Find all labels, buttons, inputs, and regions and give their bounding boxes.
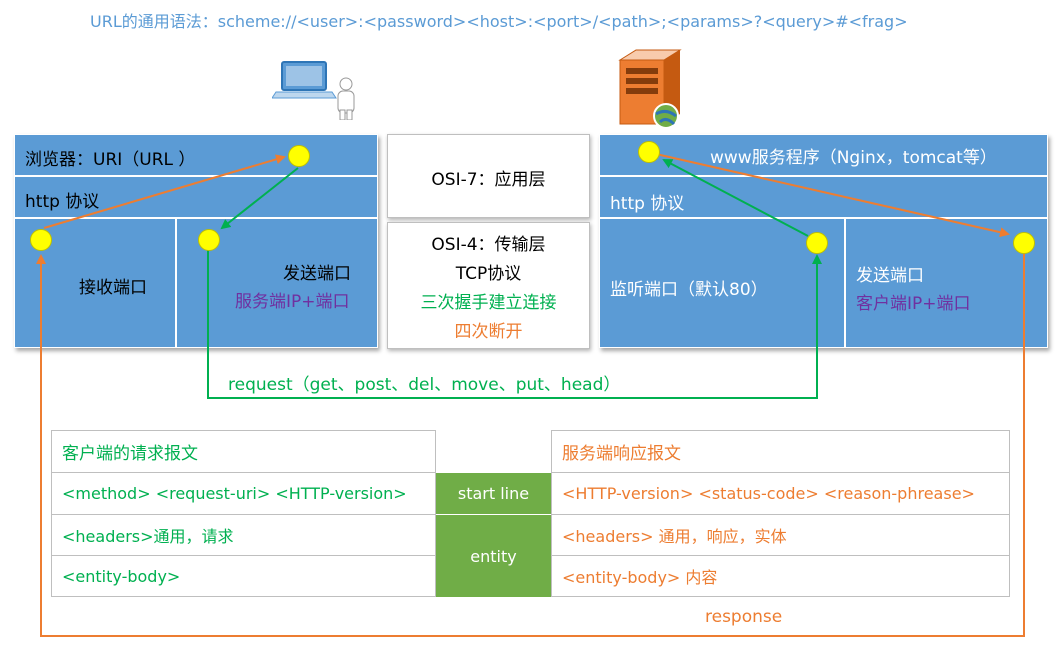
request-table: 客户端的请求报文 <method> <request-uri> <HTTP-ve… bbox=[51, 430, 436, 597]
osi-layer4-label: OSI-4：传输层 bbox=[431, 235, 546, 255]
request-path-line bbox=[207, 250, 822, 399]
service-row: www服务程序（Nginx，tomcat等） bbox=[599, 134, 1048, 176]
request-row-entity-body: <entity-body> bbox=[62, 566, 181, 586]
receive-port-dot bbox=[30, 229, 52, 251]
browser-row: 浏览器：URI（URL ） bbox=[14, 134, 378, 176]
request-arrow-browser-to-send bbox=[220, 167, 299, 230]
browser-label: 浏览器：URI（URL ） bbox=[25, 150, 196, 170]
request-arrow-listen-to-service bbox=[662, 159, 809, 237]
service-label: www服务程序（Nginx，tomcat等） bbox=[710, 148, 997, 168]
response-arrow-receive-to-browser bbox=[43, 154, 286, 229]
send-port-dot bbox=[198, 229, 220, 251]
listen-port-dot bbox=[806, 232, 828, 254]
response-row-headers: <headers> 通用，响应，实体 bbox=[552, 515, 1009, 556]
response-path-line bbox=[36, 254, 1025, 637]
computer-user-icon bbox=[271, 58, 362, 121]
server-send-port-label: 发送端口 bbox=[856, 266, 924, 286]
service-dot bbox=[638, 141, 660, 163]
server-send-port-cell: 发送端口 客户端IP+端口 bbox=[845, 218, 1048, 348]
start-line-label: start line bbox=[436, 473, 551, 514]
browser-dot bbox=[288, 145, 310, 167]
response-label: response bbox=[705, 607, 783, 627]
client-http-label: http 协议 bbox=[25, 192, 100, 212]
response-row-start-line: <HTTP-version> <status-code> <reason-phr… bbox=[552, 473, 1009, 515]
server-send-port-dot bbox=[1013, 232, 1035, 254]
request-table-header: 客户端的请求报文 bbox=[52, 431, 435, 473]
request-label: request（get、post、del、move、put、head） bbox=[228, 375, 621, 395]
osi-layer4-box: OSI-4：传输层 TCP协议 三次握手建立连接 四次断开 bbox=[387, 222, 590, 349]
response-row-entity-body: <entity-body> 内容 bbox=[562, 568, 718, 587]
listen-port-label: 监听端口（默认80） bbox=[610, 280, 768, 300]
osi-layer7-box: OSI-7：应用层 bbox=[387, 134, 590, 218]
server-http-label: http 协议 bbox=[610, 194, 685, 214]
server-box: www服务程序（Nginx，tomcat等） http 协议 监听端口（默认80… bbox=[599, 134, 1048, 348]
send-port-label: 发送端口 bbox=[283, 264, 351, 284]
listen-port-cell: 监听端口（默认80） bbox=[599, 218, 845, 348]
client-box: 浏览器：URI（URL ） http 协议 接收端口 发送端口 服务端IP+端口 bbox=[14, 134, 378, 348]
response-arrow-service-to-send bbox=[655, 153, 1010, 238]
url-syntax-title: URL的通用语法：scheme://<user>:<password><host… bbox=[90, 12, 908, 31]
disconnect-label: 四次断开 bbox=[454, 322, 523, 342]
server-send-target-label: 客户端IP+端口 bbox=[856, 294, 971, 314]
response-table-header: 服务端响应报文 bbox=[552, 431, 1009, 473]
tcp-label: TCP协议 bbox=[455, 264, 522, 284]
server-http-row: http 协议 bbox=[599, 176, 1048, 218]
send-target-label: 服务端IP+端口 bbox=[235, 292, 350, 312]
handshake-label: 三次握手建立连接 bbox=[420, 293, 557, 313]
osi-layer7-label: OSI-7：应用层 bbox=[431, 170, 546, 190]
request-row-headers: <headers>通用，请求 bbox=[52, 515, 435, 556]
response-table: 服务端响应报文 <HTTP-version> <status-code> <re… bbox=[551, 430, 1010, 597]
receive-port-label: 接收端口 bbox=[79, 278, 147, 298]
server-icon bbox=[614, 46, 694, 132]
request-row-start-line: <method> <request-uri> <HTTP-version> bbox=[52, 473, 435, 515]
entity-label: entity bbox=[436, 515, 551, 597]
